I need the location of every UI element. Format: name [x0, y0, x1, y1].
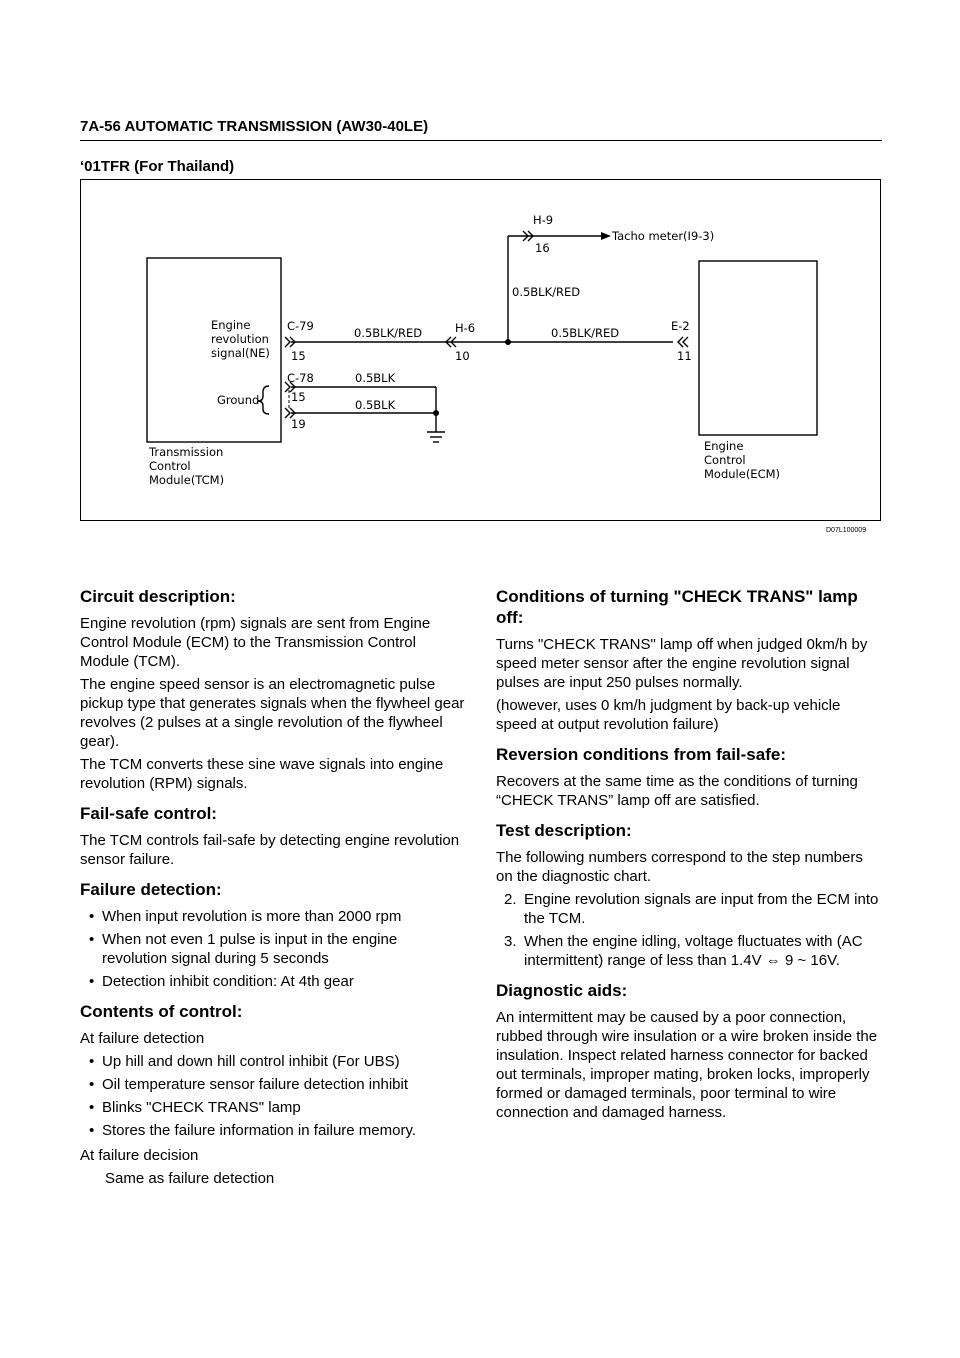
detection-list: When input revolution is more than 2000 …	[80, 907, 465, 991]
connector-c78-a-icon	[284, 381, 296, 393]
section-heading-detection: Failure detection:	[80, 880, 222, 899]
paragraph: The engine speed sensor is an electromag…	[80, 676, 465, 750]
list-item: When input revolution is more than 2000 …	[80, 907, 465, 926]
section-heading-contents: Contents of control:	[80, 1002, 243, 1021]
tcm-box	[146, 257, 282, 443]
tcm-label-2: Control	[149, 459, 191, 473]
wire-color-label: 0.5BLK	[355, 398, 396, 412]
junction-dot	[505, 339, 511, 345]
ecm-label-3: Module(ECM)	[704, 467, 780, 481]
ne-label-3: signal(NE)	[211, 346, 270, 360]
wiring-diagram-svg: Transmission Control Module(TCM) Engine …	[146, 213, 818, 487]
c79-pin: 15	[291, 349, 306, 363]
tcm-label-1: Transmission	[148, 445, 223, 459]
e2-pin: 11	[677, 349, 692, 363]
section-heading-failsafe: Fail-safe control:	[80, 804, 217, 823]
paragraph: At failure detection	[80, 1030, 205, 1047]
ne-label-2: revolution	[211, 332, 269, 346]
list-item: Detection inhibit condition: At 4th gear	[80, 972, 465, 991]
paragraph: The TCM converts these sine wave signals…	[80, 756, 444, 792]
right-column: Conditions of turning "CHECK TRANS" lamp…	[496, 586, 881, 1126]
list-item: Stores the failure information in failur…	[80, 1121, 465, 1140]
connector-h9-icon	[522, 230, 534, 242]
e2-label: E-2	[671, 319, 690, 333]
left-column: Circuit description: Engine revolution (…	[80, 586, 465, 1192]
paragraph: Engine revolution (rpm) signals are sent…	[80, 615, 431, 670]
h6-pin: 10	[455, 349, 470, 363]
c78-pin-b: 19	[291, 417, 306, 431]
h6-label: H-6	[455, 321, 475, 335]
ground-brace	[257, 385, 270, 415]
tacho-label: Tacho meter(I9-3)	[611, 229, 714, 243]
contents-list: Up hill and down hill control inhibit (F…	[80, 1052, 465, 1140]
ground-label: Ground	[217, 393, 259, 407]
connector-e2-icon	[677, 336, 689, 348]
connector-c79-icon	[284, 336, 296, 348]
step-text: Engine revolution signals are input from…	[524, 891, 879, 927]
list-item: Engine revolution signals are input from…	[496, 890, 881, 928]
section-heading-lamp: Conditions of turning "CHECK TRANS" lamp…	[496, 587, 858, 627]
c78-pin-a: 15	[291, 390, 306, 404]
paragraph: Turns "CHECK TRANS" lamp off when judged…	[496, 636, 868, 691]
diagram-code: D07L100009	[826, 527, 867, 534]
connector-h6-icon	[445, 336, 457, 348]
wire-color-label: 0.5BLK/RED	[354, 326, 422, 340]
page-header: 7A-56 AUTOMATIC TRANSMISSION (AW30-40LE)	[80, 118, 429, 135]
section-heading-reversion: Reversion conditions from fail-safe:	[496, 745, 786, 764]
paragraph: Same as failure detection	[105, 1170, 275, 1187]
section-heading-circuit: Circuit description:	[80, 587, 236, 606]
wire-color-label: 0.5BLK	[355, 371, 396, 385]
paragraph: The following numbers correspond to the …	[496, 849, 863, 885]
list-item: When not even 1 pulse is input in the en…	[80, 930, 465, 968]
h9-pin: 16	[535, 241, 550, 255]
paragraph: An intermittent may be caused by a poor …	[496, 1009, 878, 1121]
wiring-diagram: Transmission Control Module(TCM) Engine …	[80, 179, 881, 521]
test-steps: Engine revolution signals are input from…	[496, 890, 881, 970]
connector-c78-b-icon	[284, 407, 296, 419]
ecm-label-1: Engine	[704, 439, 743, 453]
arrow-icon	[601, 232, 611, 240]
step-text: When the engine idling, voltage fluctuat…	[524, 933, 863, 969]
diagram-title: ‘01TFR (For Thailand)	[80, 158, 235, 175]
c79-label: C-79	[287, 319, 314, 333]
tcm-label-3: Module(TCM)	[149, 473, 224, 487]
c78-label: C-78	[287, 371, 314, 385]
ecm-label-2: Control	[704, 453, 746, 467]
ne-label-1: Engine	[211, 318, 250, 332]
h9-label: H-9	[533, 213, 553, 227]
paragraph: At failure decision	[80, 1147, 199, 1164]
paragraph: Recovers at the same time as the conditi…	[496, 773, 858, 809]
wire-color-label: 0.5BLK/RED	[551, 326, 619, 340]
ecm-box	[698, 260, 818, 436]
list-item: Blinks "CHECK TRANS" lamp	[80, 1098, 465, 1117]
paragraph: (however, uses 0 km/h judgment by back-u…	[496, 697, 841, 733]
paragraph: The TCM controls fail-safe by detecting …	[80, 832, 460, 868]
header-rule	[80, 140, 882, 141]
list-item: Up hill and down hill control inhibit (F…	[80, 1052, 465, 1071]
list-item: When the engine idling, voltage fluctuat…	[496, 932, 881, 970]
wire-color-label: 0.5BLK/RED	[512, 285, 580, 299]
junction-dot	[433, 410, 439, 416]
list-item: Oil temperature sensor failure detection…	[80, 1075, 465, 1094]
section-heading-test: Test description:	[496, 821, 632, 840]
section-heading-aids: Diagnostic aids:	[496, 981, 628, 1000]
